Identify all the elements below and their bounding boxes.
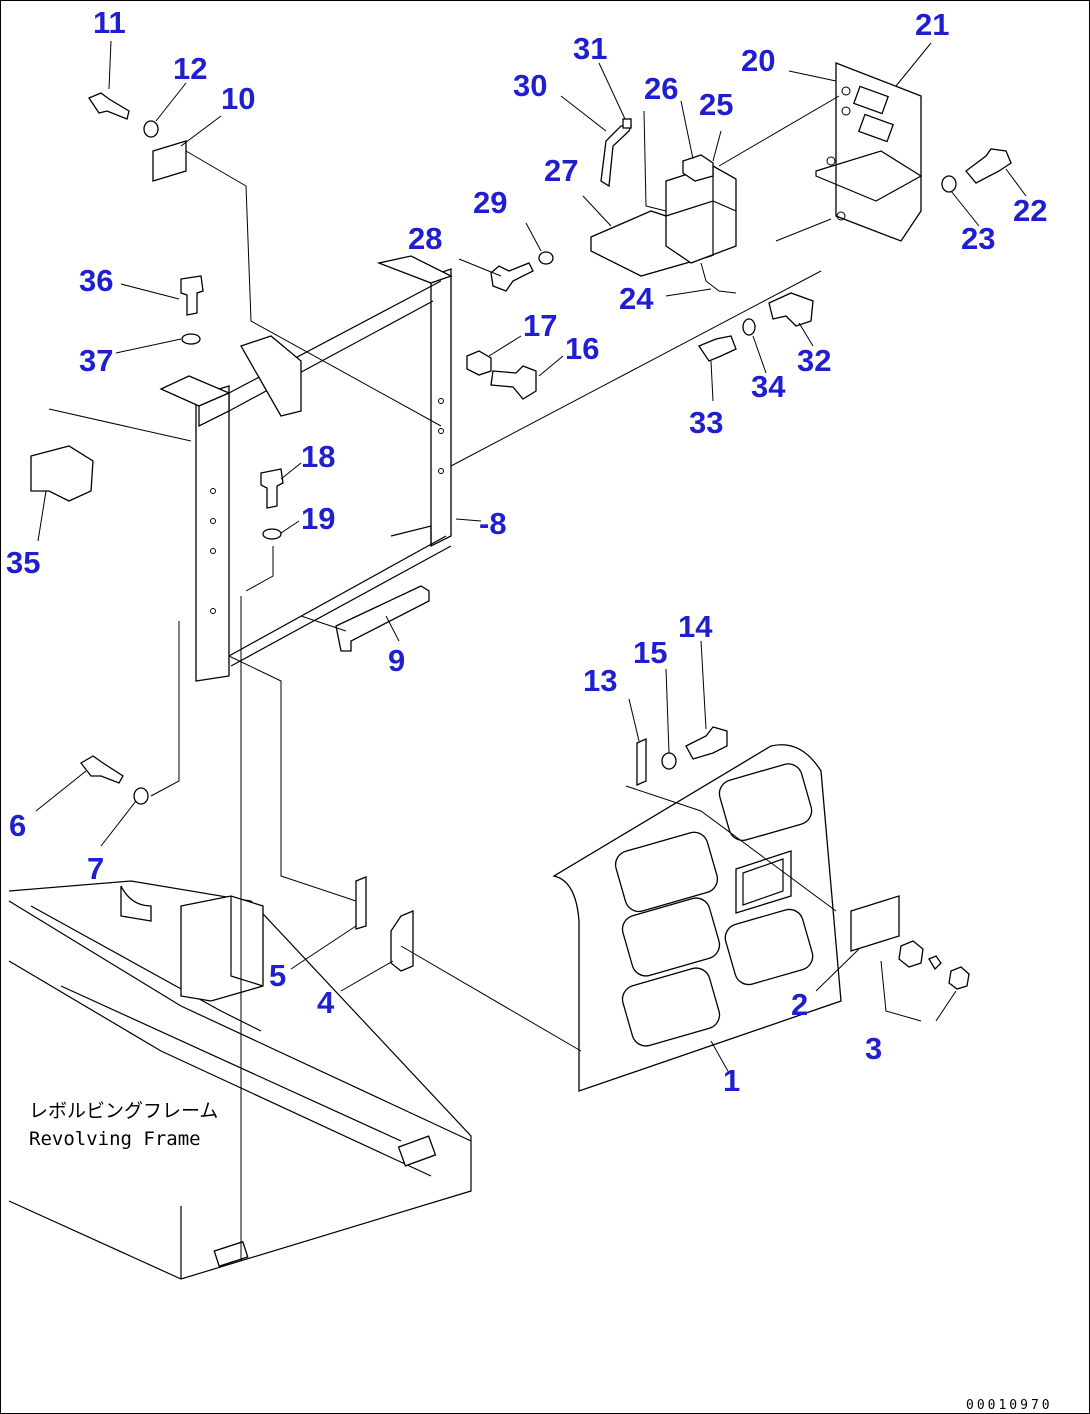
washer-part-37 bbox=[181, 333, 201, 345]
cover-part-1 bbox=[552, 744, 842, 1092]
callout-15: 15 bbox=[633, 635, 667, 670]
clip-part-31 bbox=[622, 118, 632, 129]
cap-part-26 bbox=[682, 154, 714, 182]
callout-12: 12 bbox=[173, 51, 207, 86]
callout-30: 30 bbox=[513, 68, 547, 103]
callout-19: 19 bbox=[301, 501, 335, 536]
callout-35: 35 bbox=[6, 545, 40, 580]
callout-14: 14 bbox=[678, 609, 713, 644]
washer-part-23 bbox=[941, 175, 957, 193]
washer-part-34 bbox=[742, 318, 756, 336]
callout-5: 5 bbox=[269, 958, 286, 993]
reservoir-tank-assembly bbox=[590, 118, 737, 294]
hinge-part-5 bbox=[355, 876, 367, 930]
callout-13: 13 bbox=[583, 663, 617, 698]
callout-37: 37 bbox=[79, 343, 113, 378]
plate-part-10 bbox=[152, 140, 187, 182]
revolving-frame: レボルビングフレーム Revolving Frame bbox=[8, 880, 472, 1280]
bolt-part-33 bbox=[698, 335, 737, 362]
callout-labels: 11 12 10 36 37 35 6 7 18 19 17 16 -8 9 2… bbox=[6, 5, 1047, 1098]
washer-part-7 bbox=[133, 787, 149, 805]
guard-frame-part-8 bbox=[159, 255, 453, 682]
callout-1: 1 bbox=[723, 1063, 740, 1098]
callout-18: 18 bbox=[301, 439, 335, 474]
callout-34: 34 bbox=[751, 369, 786, 404]
bolt-part-11 bbox=[88, 92, 130, 120]
callout-25: 25 bbox=[699, 87, 733, 122]
washer-part-15 bbox=[661, 752, 677, 770]
hose-part-30 bbox=[600, 125, 632, 188]
callout-8: -8 bbox=[479, 506, 507, 541]
bolt-part-28 bbox=[490, 262, 534, 292]
washer-part-29 bbox=[538, 251, 554, 265]
callout-33: 33 bbox=[689, 405, 723, 440]
tank-part-25 bbox=[665, 165, 737, 264]
callout-leaders bbox=[35, 40, 1027, 1074]
callout-9: 9 bbox=[388, 643, 405, 678]
hinge-part-4 bbox=[390, 910, 414, 972]
callout-36: 36 bbox=[79, 263, 113, 298]
callout-26: 26 bbox=[644, 71, 678, 106]
callout-4: 4 bbox=[317, 985, 335, 1020]
bolt-part-3c bbox=[948, 966, 970, 990]
callout-2: 2 bbox=[791, 987, 808, 1022]
bracket-part-35 bbox=[30, 445, 94, 502]
callout-23: 23 bbox=[961, 221, 995, 256]
callout-10: 10 bbox=[221, 81, 255, 116]
bolt-part-16 bbox=[490, 365, 537, 400]
nut-part-17 bbox=[466, 350, 492, 376]
callout-24: 24 bbox=[619, 281, 654, 316]
callout-17: 17 bbox=[523, 308, 557, 343]
callout-6: 6 bbox=[9, 808, 26, 843]
bracket-part-13 bbox=[636, 737, 647, 787]
drain-part-24 bbox=[700, 262, 737, 294]
nut-part-3a bbox=[898, 940, 924, 968]
callout-20: 20 bbox=[741, 43, 775, 78]
washer-part-3b bbox=[928, 955, 942, 971]
callout-27: 27 bbox=[544, 153, 578, 188]
frame-label-english: Revolving Frame bbox=[29, 1128, 201, 1150]
bracket-assembly-part-20 bbox=[815, 62, 923, 242]
washer-part-12 bbox=[143, 120, 159, 138]
callout-16: 16 bbox=[565, 331, 599, 366]
callout-29: 29 bbox=[473, 185, 507, 220]
callout-7: 7 bbox=[87, 851, 104, 886]
frame-label-japanese: レボルビングフレーム bbox=[29, 1100, 218, 1122]
bolt-part-36 bbox=[180, 275, 204, 316]
callout-21: 21 bbox=[915, 7, 949, 42]
plate-part-2 bbox=[850, 895, 900, 952]
bolt-part-14 bbox=[685, 726, 728, 760]
rail-part-9 bbox=[335, 585, 430, 652]
bolt-part-22 bbox=[965, 148, 1012, 184]
clamp-part-32 bbox=[768, 292, 814, 327]
callout-32: 32 bbox=[797, 343, 831, 378]
drawing-code: 00010970 bbox=[966, 1398, 1053, 1413]
washer-part-19 bbox=[262, 528, 282, 540]
callout-22: 22 bbox=[1013, 193, 1047, 228]
assembly-lines bbox=[48, 95, 957, 1261]
callout-28: 28 bbox=[408, 221, 442, 256]
plate-part-21 bbox=[852, 85, 890, 115]
callout-31: 31 bbox=[573, 31, 607, 66]
bolt-part-6 bbox=[80, 755, 124, 784]
callout-11: 11 bbox=[93, 5, 126, 40]
callout-3: 3 bbox=[865, 1031, 882, 1066]
bolt-part-18 bbox=[260, 468, 284, 509]
